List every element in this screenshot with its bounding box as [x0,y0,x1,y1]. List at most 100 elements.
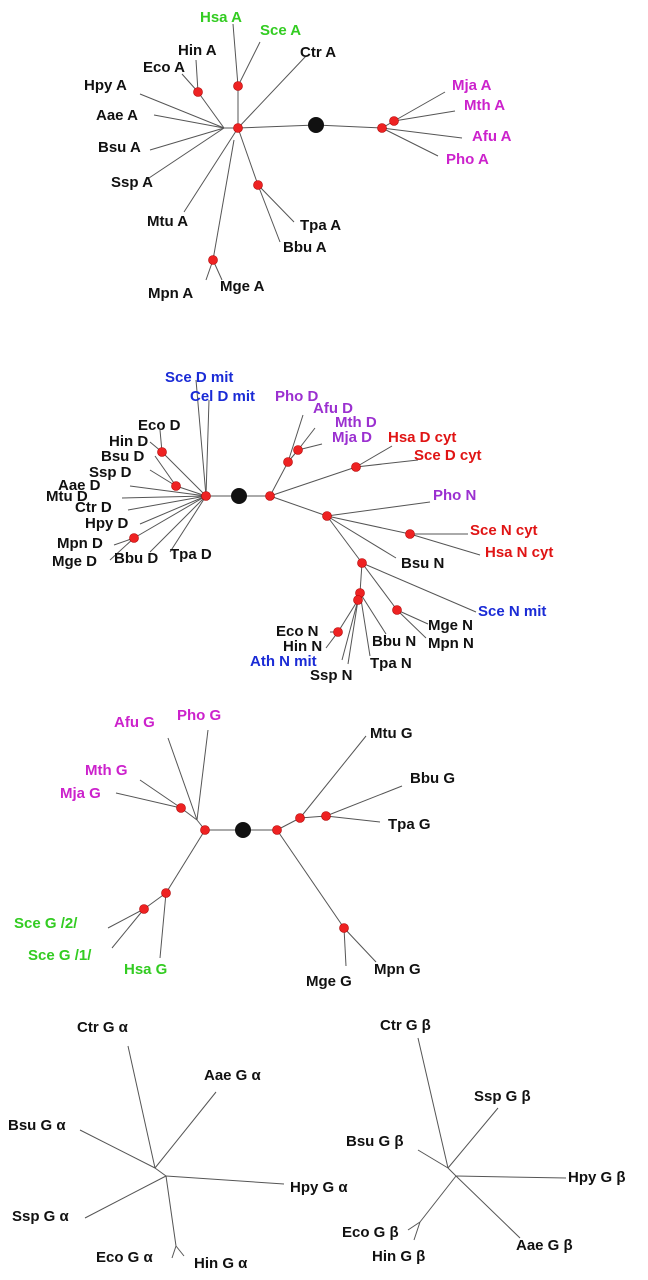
taxon-label: Sce A [260,22,301,39]
branch-node [283,457,293,467]
branch-node [389,116,399,126]
root-node [231,488,247,504]
branch-node [233,81,243,91]
branch-node [201,491,211,501]
taxon-label: Bbu A [283,239,327,256]
taxon-label: Aae D [58,477,101,494]
branch-node [139,904,149,914]
taxon-label: Eco G β [342,1224,399,1241]
taxon-label: Aae G β [516,1237,573,1254]
taxon-label: Ctr G α [77,1019,129,1036]
taxon-label: Eco A [143,59,185,76]
root-node [235,822,251,838]
taxon-label: Ctr G β [380,1017,431,1034]
taxon-label: Sce N mit [478,603,546,620]
taxon-label: Bbu N [372,633,416,650]
taxon-label: Mpn D [57,535,103,552]
tree-dn-nodes [129,445,415,637]
branch-node [176,803,186,813]
tree-g-branches [107,729,403,967]
taxon-label: Mpn A [148,285,193,302]
taxon-label: Hin N [283,638,322,655]
branch-node [353,595,363,605]
taxon-label: Pho N [433,487,476,504]
taxon-label: Ath N mit [250,653,317,670]
taxon-label: Pho G [177,707,221,724]
branch-node [265,491,275,501]
taxon-label: Mge A [220,278,265,295]
taxon-label: Hin A [178,42,217,59]
branch-node [161,888,171,898]
tree-a-branches [139,23,463,281]
taxon-label: Ctr A [300,44,336,61]
taxon-label: Eco G α [96,1249,154,1266]
taxon-label: Mge G [306,973,352,990]
taxon-label: Mtu D [46,488,88,505]
taxon-label: Mth D [335,414,377,431]
tree-dn-labels: Sce D mit Cel D mit Pho D Afu D Mth D Mj… [46,369,553,684]
taxon-label: Pho A [446,151,489,168]
tree-dn: Sce D mit Cel D mit Pho D Afu D Mth D Mj… [46,369,553,684]
branch-node [351,462,361,472]
tree-g-beta-branches [407,1037,567,1241]
taxon-label: Bsu N [401,555,444,572]
tree-g-alpha: Ctr G α Aae G α Bsu G α Hpy G α Ssp G α … [8,1019,348,1272]
taxon-label: Afu D [313,400,353,417]
tree-g-beta: Ctr G β Ssp G β Bsu G β Hpy G β Eco G β … [342,1017,626,1265]
branch-node [193,87,203,97]
taxon-label: Hpy A [84,77,127,94]
taxon-label: Aae G α [204,1067,262,1084]
branch-node [272,825,282,835]
taxon-label: Bsu G α [8,1117,66,1134]
taxon-label: Bsu G β [346,1133,404,1150]
tree-g-alpha-branches [79,1045,285,1259]
taxon-label: Pho D [275,388,318,405]
taxon-label: Afu A [472,128,512,145]
branch-node [322,511,332,521]
tree-g-alpha-labels: Ctr G α Aae G α Bsu G α Hpy G α Ssp G α … [8,1019,348,1272]
taxon-label: Hsa G [124,961,167,978]
taxon-label: Mth A [464,97,505,114]
taxon-label: Sce N cyt [470,522,538,539]
taxon-label: Aae A [96,107,138,124]
taxon-label: Tpa D [170,546,212,563]
taxon-label: Mpn N [428,635,474,652]
taxon-label: Eco D [138,417,181,434]
taxon-label: Mja G [60,785,101,802]
taxon-label: Sce D mit [165,369,233,386]
tree-g-nodes [139,803,349,933]
root-node [308,117,324,133]
branch-node [233,123,243,133]
taxon-label: Ssp A [111,174,153,191]
taxon-label: Mpn G [374,961,421,978]
taxon-label: Hin G α [194,1255,248,1272]
tree-a: Hsa A Sce A Hin A Eco A Ctr A Hpy A Aae … [84,9,512,302]
taxon-label: Hpy G α [290,1179,348,1196]
taxon-label: Hpy G β [568,1169,626,1186]
taxon-label: Hin D [109,433,148,450]
tree-g-beta-labels: Ctr G β Ssp G β Bsu G β Hpy G β Eco G β … [342,1017,626,1265]
branch-node [321,811,331,821]
taxon-label: Eco N [276,623,319,640]
taxon-label: Mge D [52,553,97,570]
taxon-label: Bsu D [101,448,145,465]
taxon-label: Mja A [452,77,492,94]
taxon-label: Hpy D [85,515,129,532]
tree-a-nodes [193,81,399,265]
branch-node [295,813,305,823]
branch-node [129,533,139,543]
branch-node [357,558,367,568]
branch-node [171,481,181,491]
taxon-label: Sce D cyt [414,447,482,464]
branch-node [293,445,303,455]
taxon-label: Ssp G β [474,1088,531,1105]
tree-a-labels: Hsa A Sce A Hin A Eco A Ctr A Hpy A Aae … [84,9,512,302]
taxon-label: Tpa N [370,655,412,672]
taxon-label: Cel D mit [190,388,255,405]
taxon-label: Mtu A [147,213,188,230]
branch-node [253,180,263,190]
branch-node [208,255,218,265]
tree-dn-branches [109,379,481,665]
